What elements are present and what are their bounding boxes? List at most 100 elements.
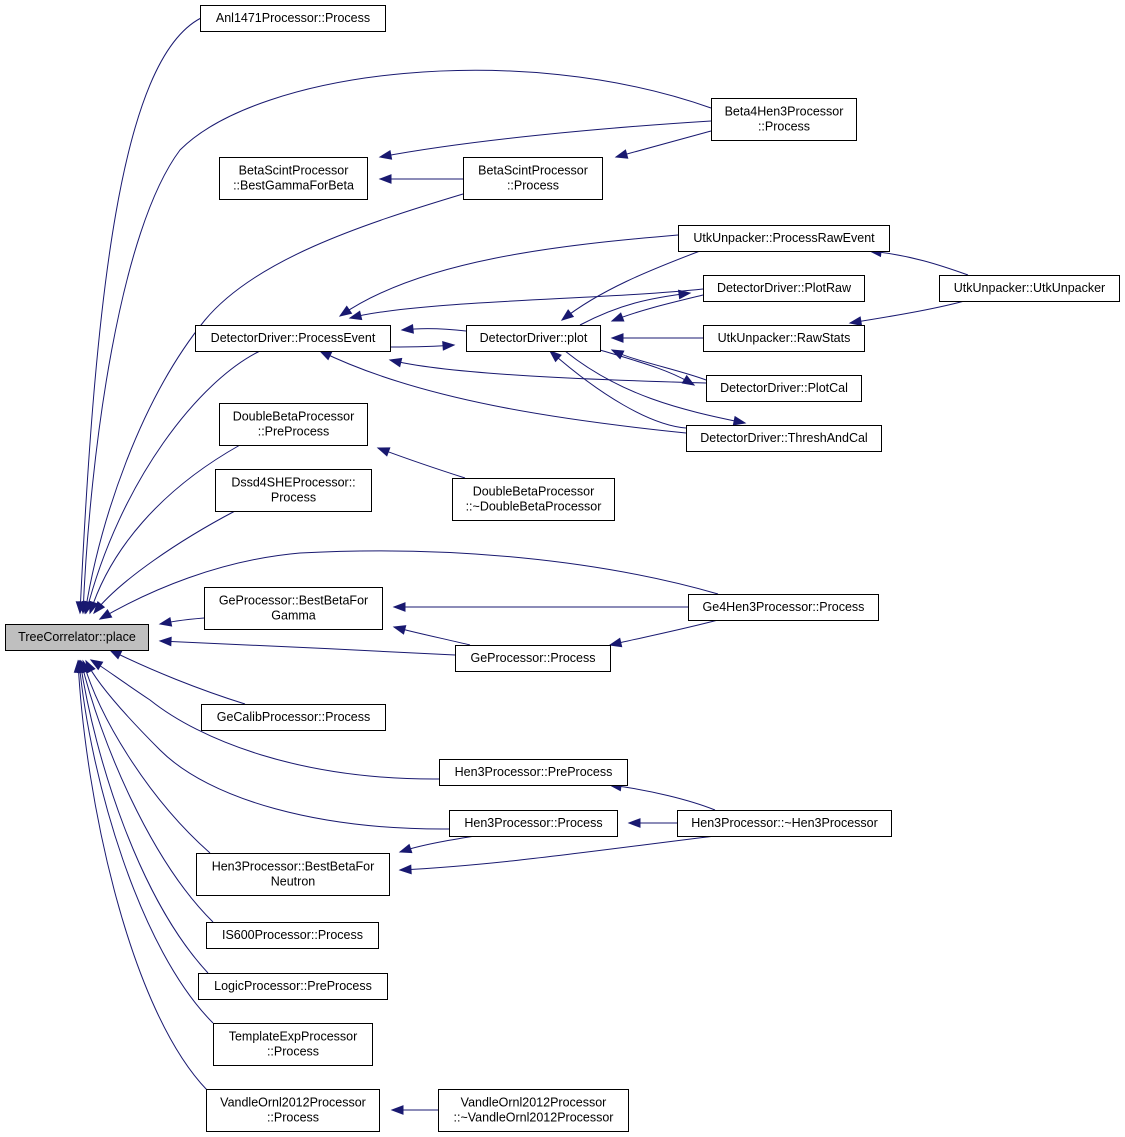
edge-n16-n0 <box>158 616 205 627</box>
node-box <box>678 225 890 252</box>
node-n12[interactable]: UtkUnpacker::UtkUnpacker <box>939 275 1120 302</box>
edge-n4-n2 <box>378 174 463 184</box>
edge-n21-n23 <box>398 835 476 854</box>
node-n26[interactable]: TemplateExpProcessor::Process <box>213 1023 373 1066</box>
edge-n20-n0 <box>89 659 440 780</box>
arrowhead <box>108 649 123 660</box>
node-label: VandleOrnl2012Processor <box>461 1096 607 1110</box>
edge-line <box>379 120 712 158</box>
edge-line <box>78 660 214 1024</box>
arrowhead <box>318 350 333 361</box>
edge-line <box>611 349 707 381</box>
edge-n3-n4 <box>614 130 712 159</box>
node-label: ::PreProcess <box>258 425 330 439</box>
arrowhead <box>398 843 413 854</box>
node-box <box>449 810 618 837</box>
node-label: BetaScintProcessor <box>239 164 349 178</box>
edge-line <box>319 350 687 434</box>
node-n14[interactable]: DoubleBetaProcessor::~DoubleBetaProcesso… <box>452 478 615 521</box>
node-n11[interactable]: DetectorDriver::ThreshAndCal <box>686 425 882 452</box>
node-n19[interactable]: GeCalibProcessor::Process <box>201 704 386 731</box>
node-n24[interactable]: IS600Processor::Process <box>206 922 379 949</box>
node-n20[interactable]: Hen3Processor::PreProcess <box>439 759 628 786</box>
node-n22[interactable]: Hen3Processor::~Hen3Processor <box>677 810 892 837</box>
node-n1[interactable]: Anl1471Processor::Process <box>200 5 386 32</box>
edge-line <box>82 660 211 854</box>
node-n4[interactable]: BetaScintProcessor::Process <box>463 157 603 200</box>
node-label: UtkUnpacker::ProcessRawEvent <box>693 231 875 245</box>
node-box <box>466 325 601 352</box>
node-n8[interactable]: DetectorDriver::PlotRaw <box>703 275 865 302</box>
node-n9[interactable]: UtkUnpacker::RawStats <box>703 325 865 352</box>
arrowhead <box>158 616 173 627</box>
node-box <box>196 853 390 896</box>
node-label: Hen3Processor::PreProcess <box>455 765 613 779</box>
arrowhead <box>681 374 696 386</box>
arrowhead <box>89 659 104 671</box>
edge-n27-n0 <box>73 659 208 1091</box>
edge-line <box>377 447 466 479</box>
node-n3[interactable]: Beta4Hen3Processor::Process <box>711 98 857 141</box>
node-box <box>439 759 628 786</box>
node-label: ::~DoubleBetaProcessor <box>466 500 602 514</box>
node-label: DetectorDriver::ProcessEvent <box>211 331 376 345</box>
edge-n17-n16 <box>392 602 688 612</box>
node-n17[interactable]: Ge4Hen3Processor::Process <box>688 594 879 621</box>
node-n21[interactable]: Hen3Processor::Process <box>449 810 618 837</box>
node-n13[interactable]: DoubleBetaProcessor::PreProcess <box>219 403 368 446</box>
node-label: Process <box>271 491 316 505</box>
node-label: DetectorDriver::PlotRaw <box>717 281 852 295</box>
node-box <box>5 624 149 651</box>
node-n28[interactable]: VandleOrnl2012Processor::~VandleOrnl2012… <box>438 1089 629 1132</box>
edge-line <box>89 444 241 614</box>
node-label: DetectorDriver::plot <box>480 331 588 345</box>
arrowhead <box>610 333 624 343</box>
node-label: ::~VandleOrnl2012Processor <box>454 1111 614 1125</box>
node-n25[interactable]: LogicProcessor::PreProcess <box>198 973 388 1000</box>
edge-line <box>349 288 704 319</box>
edge-line <box>561 250 701 321</box>
node-n7[interactable]: UtkUnpacker::ProcessRawEvent <box>678 225 890 252</box>
node-label: Anl1471Processor::Process <box>216 11 370 25</box>
node-label: GeProcessor::Process <box>470 651 595 665</box>
edge-n13-n0 <box>88 444 241 615</box>
node-label: Dssd4SHEProcessor:: <box>231 476 355 490</box>
arrowhead <box>388 357 403 368</box>
node-n0[interactable]: TreeCorrelator::place <box>5 624 149 651</box>
edge-n15-n0 <box>93 510 236 615</box>
node-box <box>206 922 379 949</box>
node-n6[interactable]: DetectorDriver::plot <box>466 325 601 352</box>
edge-layer <box>73 17 969 1115</box>
arrowhead <box>378 174 392 184</box>
node-n15[interactable]: Dssd4SHEProcessor::Process <box>215 469 372 512</box>
edge-n10-n6 <box>610 349 707 381</box>
edge-n24-n0 <box>78 659 214 923</box>
node-label: ::Process <box>267 1111 319 1125</box>
arrowhead <box>627 818 641 828</box>
arrowhead <box>610 312 625 322</box>
node-box <box>939 275 1120 302</box>
node-box <box>452 478 615 521</box>
node-box <box>688 594 879 621</box>
node-box <box>703 325 865 352</box>
node-n27[interactable]: VandleOrnl2012Processor::Process <box>206 1089 380 1132</box>
node-label: Gamma <box>271 609 316 623</box>
edge-line <box>399 835 716 871</box>
node-label: DoubleBetaProcessor <box>233 410 355 424</box>
node-n18[interactable]: GeProcessor::Process <box>455 645 611 672</box>
edge-n22-n23 <box>398 835 716 875</box>
edge-n1-n0 <box>75 17 202 615</box>
edge-n6-n11 <box>564 350 747 426</box>
node-label: Hen3Processor::BestBetaFor <box>212 860 375 874</box>
node-n10[interactable]: DetectorDriver::PlotCal <box>706 375 862 402</box>
edge-n28-n27 <box>390 1105 438 1115</box>
arrowhead <box>73 659 84 673</box>
edge-n17-n18 <box>608 619 719 648</box>
edge-line <box>869 250 969 276</box>
node-n5[interactable]: DetectorDriver::ProcessEvent <box>195 325 391 352</box>
node-label: Hen3Processor::~Hen3Processor <box>691 816 878 830</box>
node-n2[interactable]: BetaScintProcessor::BestGammaForBeta <box>219 157 368 200</box>
edge-n12-n9 <box>848 299 969 327</box>
